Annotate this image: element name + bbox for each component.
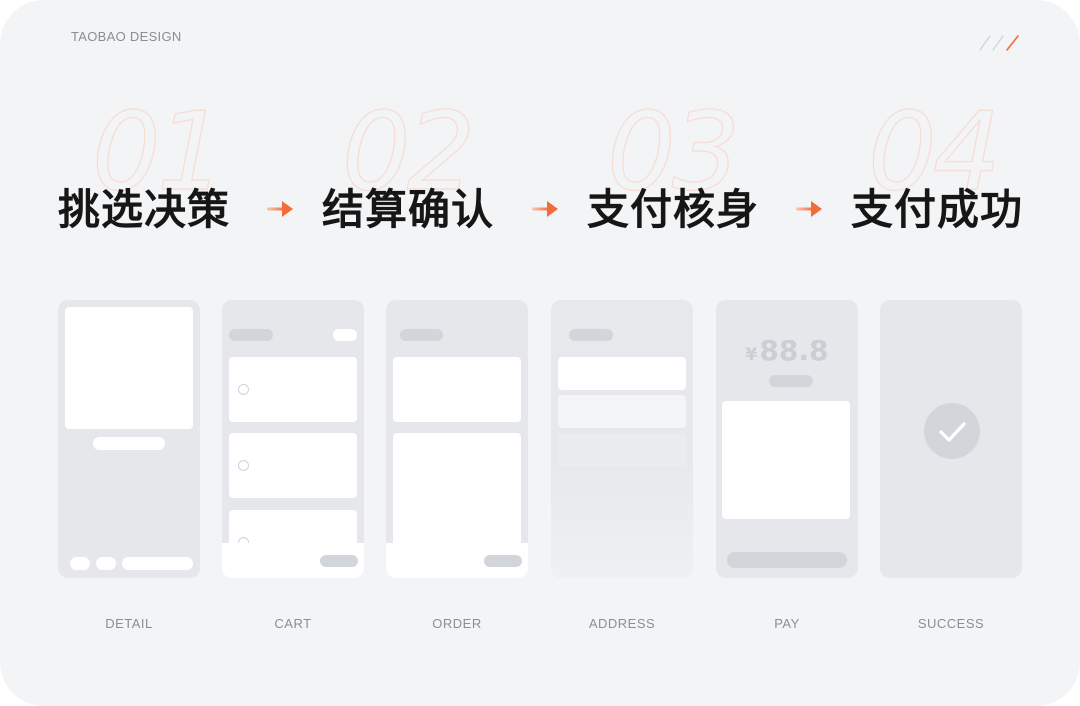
address-row-placeholder: [558, 433, 686, 466]
step-title-4: 支付成功: [851, 185, 1024, 234]
confirm-pay-button-placeholder: [727, 552, 847, 568]
screen-pay: ¥88.8: [716, 300, 858, 578]
header-placeholder: [229, 329, 273, 341]
submit-bar-placeholder: [386, 543, 528, 578]
header-placeholder: [569, 329, 613, 341]
brand-label: TAOBAO DESIGN: [71, 29, 182, 44]
screen-label-cart: CART: [274, 616, 312, 631]
checkout-bar-placeholder: [222, 543, 364, 578]
checkmark-icon: [939, 422, 966, 442]
submit-button-placeholder: [484, 555, 522, 567]
step-title-1: 挑选决策: [58, 185, 231, 234]
screen-label-pay: PAY: [774, 616, 800, 631]
success-badge: [924, 403, 980, 459]
payment-method-placeholder: [722, 401, 850, 519]
cart-item-placeholder: [229, 433, 357, 498]
order-address-placeholder: [393, 357, 521, 422]
product-image-placeholder: [65, 307, 193, 429]
screen-label-address: ADDRESS: [588, 616, 656, 631]
screen-success: [880, 300, 1022, 578]
order-items-placeholder: [393, 433, 521, 553]
step-title-3: 支付核身: [587, 185, 760, 234]
pay-amount: ¥88.8: [716, 334, 858, 367]
screen-detail: [58, 300, 200, 578]
toolbar-icon-placeholder: [70, 557, 90, 570]
screen-address: [551, 300, 693, 578]
step-number-1: 01: [91, 89, 226, 215]
amount-value: 88.8: [759, 334, 829, 367]
step-number-4: 04: [867, 89, 1002, 215]
step-number-3: 03: [606, 89, 741, 215]
arrow-right-icon: [267, 201, 293, 217]
screen-label-success: SUCCESS: [917, 616, 985, 631]
checkout-button-placeholder: [320, 555, 358, 567]
checkbox-icon: [238, 460, 249, 471]
screen-label-detail: DETAIL: [105, 616, 153, 631]
screen-order: [386, 300, 528, 578]
screen-cart: [222, 300, 364, 578]
buy-button-placeholder: [122, 557, 193, 570]
address-row-placeholder: [558, 395, 686, 428]
arrow-right-icon: [532, 201, 558, 217]
header-action-placeholder: [333, 329, 357, 341]
pay-subtitle-placeholder: [769, 375, 813, 387]
product-title-placeholder: [93, 437, 165, 450]
address-row-placeholder: [558, 357, 686, 390]
screen-label-order: ORDER: [432, 616, 482, 631]
toolbar-icon-placeholder: [96, 557, 116, 570]
step-title-2: 结算确认: [322, 185, 495, 234]
checkbox-icon: [238, 384, 249, 395]
step-number-2: 02: [341, 89, 476, 215]
currency-symbol: ¥: [745, 345, 758, 365]
triple-slash-icon: [979, 35, 1019, 51]
arrow-right-icon: [796, 201, 822, 217]
cart-item-placeholder: [229, 357, 357, 422]
header-placeholder: [400, 329, 443, 341]
